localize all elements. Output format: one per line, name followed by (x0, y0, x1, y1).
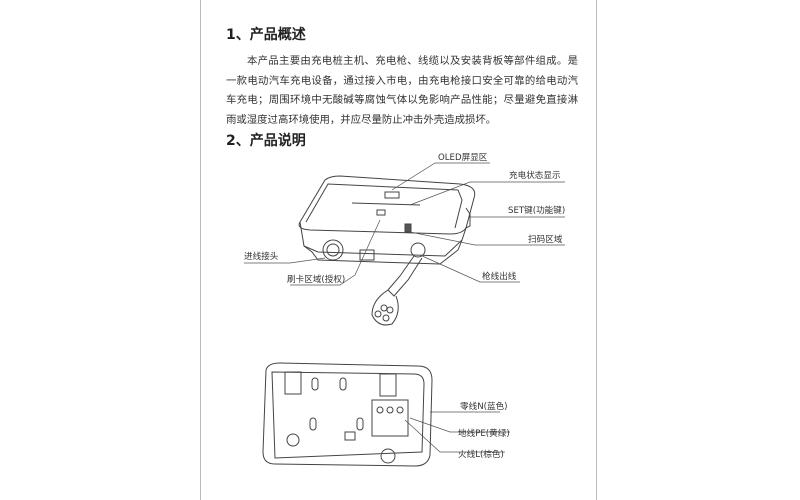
document-page (200, 0, 597, 500)
label-earth-wire: 地线PE(黄绿) (458, 427, 510, 439)
label-set-key: SET键(功能键) (508, 204, 565, 216)
label-scan-area: 扫码区域 (528, 233, 563, 245)
label-oled-display: OLED屏显区 (438, 152, 488, 163)
section-1-body: 本产品主要由充电桩主机、充电枪、线缆以及安装背板等部件组成。是一款电动汽车充电设… (226, 55, 578, 126)
label-neutral-wire: 零线N(蓝色) (460, 400, 508, 412)
label-cable-inlet: 进线接头 (244, 250, 279, 262)
charger-front-drawing (298, 175, 476, 326)
section-2-heading: 2、产品说明 (226, 133, 306, 149)
leader-lines (244, 162, 565, 453)
charger-back-drawing (262, 362, 433, 467)
label-charging-status: 充电状态显示 (509, 169, 561, 181)
label-gun-cable-outlet: 枪线出线 (482, 270, 517, 282)
label-live-wire: 火线L(棕色) (458, 448, 504, 460)
label-card-area: 刷卡区域(授权) (287, 273, 345, 285)
section-1-heading: 1、产品概述 (226, 27, 306, 43)
